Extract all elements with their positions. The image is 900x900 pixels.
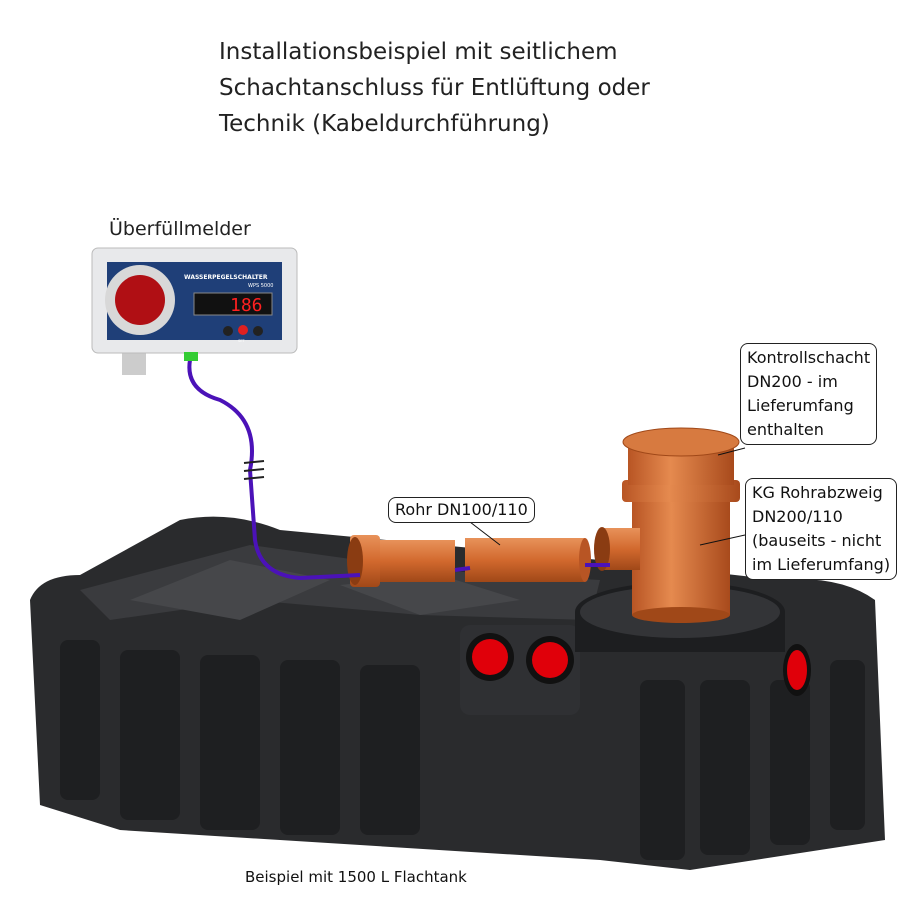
control-shaft [594,427,740,623]
leader-rohrabzweig [699,534,746,546]
tank-port-3 [783,644,811,696]
callout-line: DN200 - im [747,372,838,391]
pipe-dn110 [347,535,591,587]
callout-line: Lieferumfang [747,396,854,415]
callout-kontrollschacht: Kontrollschacht DN200 - im Lieferumfang … [740,343,878,445]
callout-line: im Lieferumfang) [752,555,891,574]
device-display: 186 [230,295,263,316]
callout-line: DN200/110 [752,507,843,526]
cable-break-icon [243,460,265,480]
callout-line: KG Rohrabzweig [752,483,883,502]
callout-rohrabzweig: KG Rohrabzweig DN200/110 (bauseits - nic… [745,478,898,580]
callout-line: (bauseits - nicht [752,531,882,550]
caption: Beispiel mit 1500 L Flachtank [245,868,467,886]
tank-port-2 [526,636,574,684]
device-brand: WASSERPEGELSCHALTER [184,274,268,281]
leader-rohr [469,521,501,546]
callout-rohr: Rohr DN100/110 [388,497,535,523]
device-label: Überfüllmelder [109,218,251,240]
title-line-1: Installationsbeispiel mit seitlichem [219,39,618,65]
callout-line: Kontrollschacht [747,348,871,367]
title-line-2: Schachtanschluss für Entlüftung oder [219,75,650,101]
callout-line: enthalten [747,420,824,439]
device-set-label: SET [238,339,245,343]
cable [187,359,610,581]
title-line-3: Technik (Kabeldurchführung) [219,111,550,137]
leader-kontrollschacht [717,447,746,456]
device-model: WPS 5000 [248,283,273,289]
diagram-title: Installationsbeispiel mit seitlichem Sch… [219,34,650,142]
overflow-alarm-device: WASSERPEGELSCHALTER WPS 5000 186 SET [91,247,298,375]
tank-port-1 [466,633,514,681]
